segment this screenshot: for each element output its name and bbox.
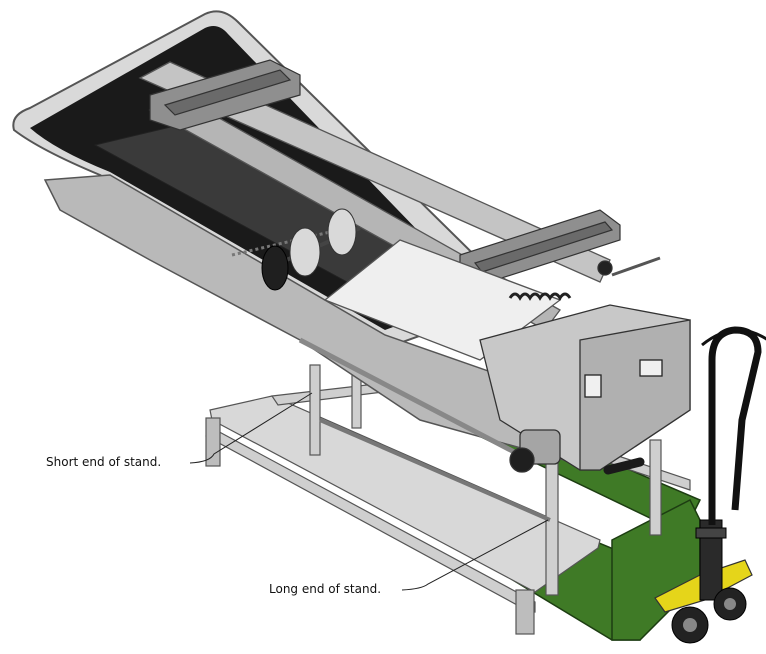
leader-long-end	[401, 519, 549, 591]
stand-brace	[319, 418, 551, 522]
belt-slat-line	[231, 230, 331, 257]
pallet-jack-handle	[708, 326, 762, 525]
roller-disc	[261, 245, 289, 291]
stand-foot	[515, 589, 535, 635]
callout-leaders	[189, 392, 549, 591]
stand-upright-long	[649, 439, 662, 536]
stand-foot	[205, 417, 221, 467]
steer-wheel-hub	[683, 618, 697, 632]
bracket-lower-plate	[473, 221, 614, 273]
pallet-jack-handle-grip	[701, 328, 766, 347]
drive-housing-front	[579, 319, 691, 471]
bracket-upper-plate	[163, 69, 292, 116]
drive-housing	[479, 256, 691, 475]
hydraulic-column-cap	[695, 527, 727, 539]
lever-knob	[597, 260, 613, 276]
lever-pin	[611, 256, 661, 277]
mounting-brackets	[149, 59, 621, 286]
tension-spring	[508, 292, 572, 301]
disc-rollers	[261, 208, 361, 291]
callout-long-end-label: Long end of stand.	[269, 582, 382, 596]
leader-short-end	[189, 392, 313, 464]
stand-upright-long	[545, 454, 559, 596]
warning-label	[639, 359, 663, 377]
roller-disc	[289, 227, 321, 277]
callout-short-end-label: Short end of stand.	[46, 455, 162, 469]
drive-motor-cap	[509, 447, 535, 473]
drive-handle	[603, 457, 645, 475]
main-beam-upper	[138, 61, 611, 283]
roller-disc	[327, 208, 357, 256]
warning-label	[584, 374, 602, 398]
hopper	[12, 10, 601, 471]
hopper-side-panel	[43, 174, 601, 471]
steer-wheel-hub	[724, 598, 736, 610]
tie-rod	[298, 337, 522, 458]
stand-upright-short	[309, 364, 321, 456]
